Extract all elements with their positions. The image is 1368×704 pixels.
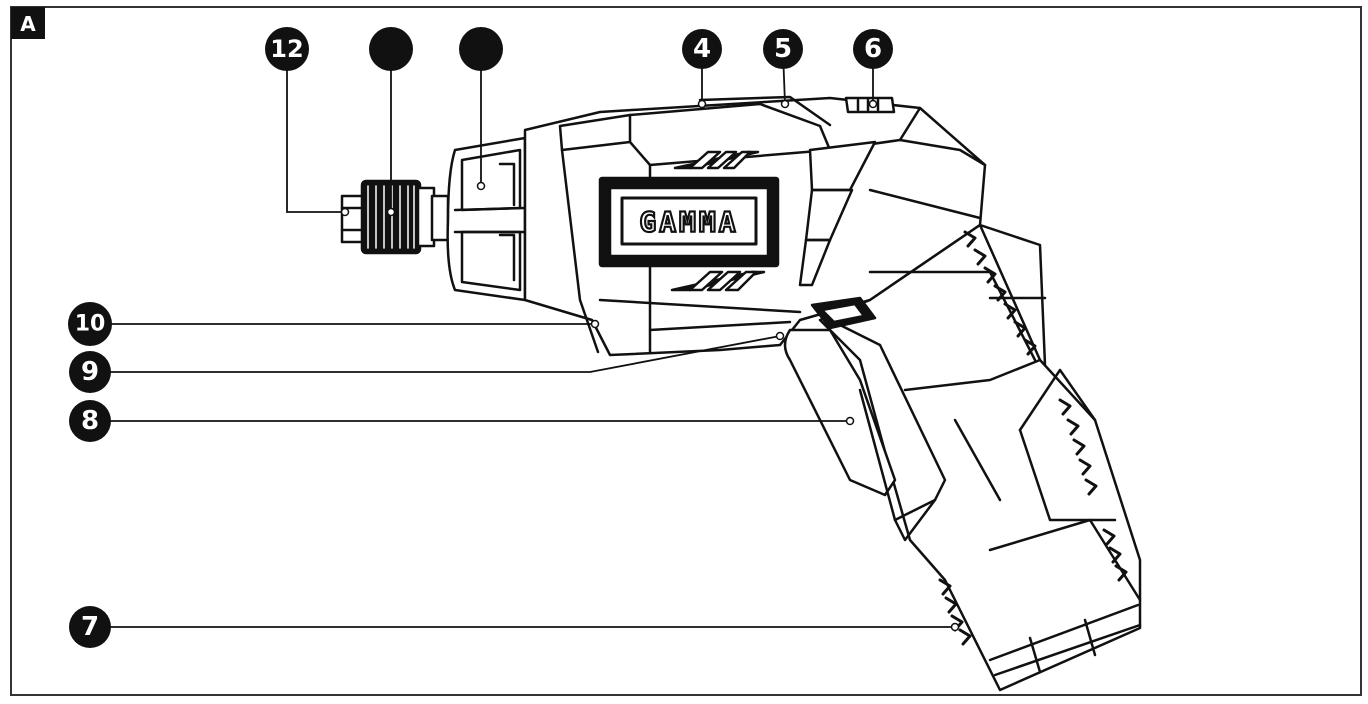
vent-slots-upper <box>673 150 760 170</box>
callout-5: 5 <box>763 29 803 69</box>
callout-6: 6 <box>853 29 893 69</box>
grip-chevrons <box>938 230 1128 646</box>
callout-12: 12 <box>265 27 309 71</box>
svg-text:9: 9 <box>81 357 99 387</box>
brand-plate <box>598 176 780 268</box>
callout-2 <box>369 27 413 71</box>
panel-badge: A <box>11 7 45 39</box>
svg-text:6: 6 <box>864 34 882 64</box>
panel-label: A <box>20 12 36 36</box>
callout-7: 7 <box>69 606 111 648</box>
vent-slots-lower <box>670 270 766 292</box>
svg-text:4: 4 <box>693 34 711 64</box>
callout-4: 4 <box>682 29 722 69</box>
callout-9: 9 <box>69 351 111 393</box>
leader-12 <box>286 50 345 213</box>
svg-text:8: 8 <box>81 406 99 436</box>
callout-3 <box>459 27 503 71</box>
svg-text:5: 5 <box>774 34 792 64</box>
svg-text:12: 12 <box>270 35 303 63</box>
figure-border <box>10 6 1362 696</box>
callout-badges: 12 4 5 6 10 9 <box>68 27 893 648</box>
leader-9 <box>90 335 781 373</box>
knurled-collar <box>360 179 450 255</box>
trigger <box>783 318 947 542</box>
brand-logo-text: GAMMA <box>639 206 738 239</box>
screwdriver-illustration <box>340 95 1142 692</box>
side-grille <box>798 140 982 287</box>
direction-switch <box>810 296 877 330</box>
front-nose <box>446 136 527 302</box>
svg-text:10: 10 <box>75 312 106 337</box>
callout-10: 10 <box>68 302 112 346</box>
leader-dots <box>340 99 960 632</box>
svg-text:7: 7 <box>81 612 99 642</box>
callout-8: 8 <box>69 400 111 442</box>
